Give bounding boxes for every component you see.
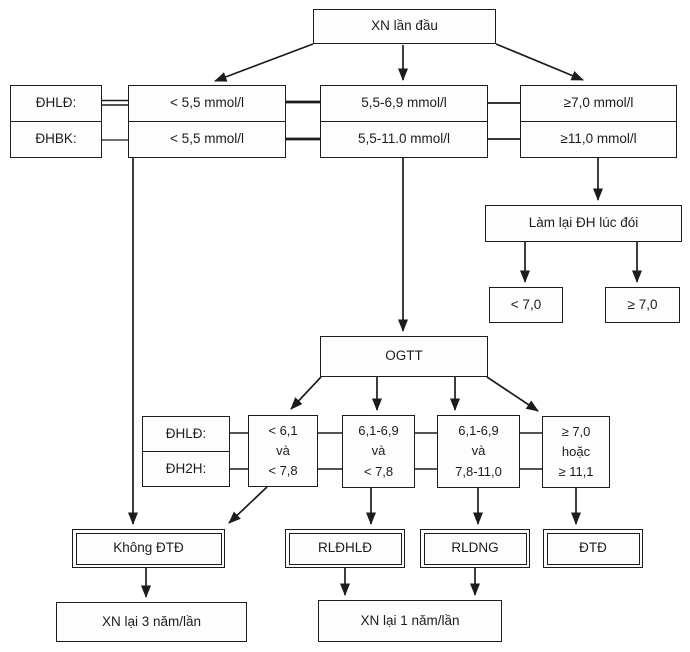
ogtt-r4-line2: hoặc (561, 443, 591, 459)
box-repeat-fasting: Làm lại ĐH lúc đói (485, 205, 682, 242)
box-row-labels-first: ĐHLĐ: ĐHBK: (10, 85, 102, 158)
box-glucose-high: ≥7,0 mmol/l ≥11,0 mmol/l (520, 85, 677, 158)
box-repeat-low: < 7,0 (489, 287, 563, 323)
glucose-low-random: < 5,5 mmol/l (129, 121, 285, 157)
ogtt-r3-line2: và (471, 443, 486, 459)
box-first-test-label: XN lần đầu (371, 18, 438, 34)
followup-1-year-label: XN lại 1 năm/lần (360, 612, 460, 628)
glucose-high-fasting: ≥7,0 mmol/l (563, 95, 634, 111)
outcome-impaired-tolerance-label: RLDNG (423, 532, 527, 565)
ogtt-r2-line2: và (371, 443, 386, 459)
glucose-mid-random: 5,5-11.0 mmol/l (321, 121, 487, 157)
glucose-high-random: ≥11,0 mmol/l (521, 121, 676, 157)
label-dhbk: ĐHBK: (11, 121, 101, 157)
box-outcome-diabetes: ĐTĐ (543, 529, 643, 568)
ogtt-r1-line1: < 6,1 (268, 422, 298, 438)
arrow-connectors (128, 43, 642, 598)
ogtt-r2-line1: 6,1-6,9 (358, 423, 399, 439)
ogtt-r4-line1: ≥ 7,0 (561, 423, 591, 439)
label-dh2h: ĐH2H: (143, 451, 229, 486)
box-ogtt-result-igt: 6,1-6,9 và 7,8-11,0 (437, 415, 520, 488)
box-first-test: XN lần đầu (313, 9, 496, 44)
box-followup-1-year: XN lại 1 năm/lần (318, 600, 502, 642)
repeat-low-value: < 7,0 (510, 296, 542, 312)
box-ogtt-result-normal: < 6,1 và < 7,8 (248, 415, 318, 487)
box-repeat-high: ≥ 7,0 (605, 287, 680, 323)
box-outcome-impaired-tolerance: RLDNG (420, 529, 530, 568)
tie-connectors (101, 99, 543, 470)
ogtt-r4-line3: ≥ 11,1 (558, 464, 594, 480)
glucose-low-fasting: < 5,5 mmol/l (170, 95, 244, 111)
box-row-labels-ogtt: ĐHLĐ: ĐH2H: (142, 416, 230, 487)
repeat-fasting-label: Làm lại ĐH lúc đói (528, 215, 639, 231)
box-ogtt: OGTT (320, 336, 488, 377)
box-outcome-no-diabetes: Không ĐTĐ (72, 529, 225, 568)
glucose-mid-fasting: 5,5-6,9 mmol/l (361, 95, 447, 111)
outcome-impaired-fasting-label: RLĐHLĐ (288, 532, 402, 565)
outcome-no-diabetes-label: Không ĐTĐ (75, 532, 222, 565)
ogtt-r3-line1: 6,1-6,9 (458, 423, 499, 439)
ogtt-r1-line3: < 7,8 (268, 463, 298, 479)
box-followup-3-years: XN lại 3 năm/lần (56, 602, 247, 642)
label-dhld: ĐHLĐ: (35, 95, 77, 111)
box-glucose-mid: 5,5-6,9 mmol/l 5,5-11.0 mmol/l (320, 85, 488, 158)
ogtt-r2-line3: < 7,8 (363, 463, 394, 479)
ogtt-r1-line2: và (276, 442, 290, 458)
box-ogtt-result-diabetes: ≥ 7,0 hoặc ≥ 11,1 (542, 416, 610, 488)
repeat-high-value: ≥ 7,0 (627, 296, 658, 312)
box-ogtt-result-ifg: 6,1-6,9 và < 7,8 (342, 415, 415, 488)
ogtt-label: OGTT (385, 348, 423, 364)
label-dhld-ogtt: ĐHLĐ: (165, 425, 207, 441)
followup-3-years-label: XN lại 3 năm/lần (101, 613, 202, 629)
ogtt-r3-line3: 7,8-11,0 (455, 463, 502, 479)
box-outcome-impaired-fasting: RLĐHLĐ (285, 529, 405, 568)
box-glucose-low: < 5,5 mmol/l < 5,5 mmol/l (128, 85, 286, 158)
outcome-diabetes-label: ĐTĐ (546, 532, 640, 565)
